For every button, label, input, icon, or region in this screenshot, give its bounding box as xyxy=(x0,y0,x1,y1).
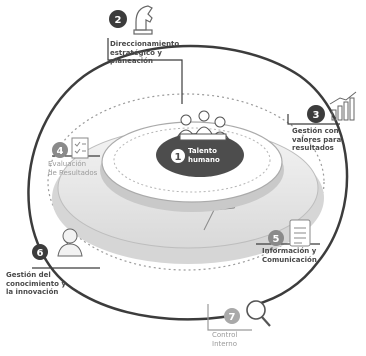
badge-2-number: 2 xyxy=(115,15,122,26)
document-list-icon xyxy=(289,219,311,247)
component-label-3: Gestión con valores para resultados xyxy=(292,127,342,152)
badge-3-number: 3 xyxy=(313,110,320,121)
badge-4 xyxy=(52,142,68,158)
dotted-ring xyxy=(47,93,325,271)
badge-7-number: 7 xyxy=(229,312,236,323)
outer-spiral-arc-lower xyxy=(77,290,231,321)
center-label-talento-humano: Talento humano xyxy=(188,147,220,164)
component-label-6: Gestión del conocimiento y la innovación xyxy=(6,271,66,296)
component-label-4: Evaluación de Resultados xyxy=(48,160,98,177)
leader-line-3 xyxy=(287,114,340,125)
outer-spiral-arc xyxy=(27,44,349,308)
bar-chart-growth-icon xyxy=(329,91,357,121)
thinker-bust-icon xyxy=(57,228,83,257)
badge-5-number: 5 xyxy=(273,234,280,245)
leader-line-7 xyxy=(207,304,252,331)
badge-4-number: 4 xyxy=(57,146,64,157)
badge-3 xyxy=(307,105,325,123)
badge-1-number: 1 xyxy=(175,152,182,163)
badge-5 xyxy=(268,230,284,246)
center-disc xyxy=(156,133,244,177)
badge-2 xyxy=(109,10,127,28)
chess-knight-icon xyxy=(133,5,153,35)
component-label-7: Control Interno xyxy=(212,331,238,348)
badge-6 xyxy=(32,244,48,260)
people-team-icon xyxy=(177,110,229,141)
badge-6-number: 6 xyxy=(37,248,44,259)
leader-line-2 xyxy=(107,38,183,104)
checklist-evaluation-icon xyxy=(71,137,89,159)
badge-1 xyxy=(171,149,185,163)
inner-dotted-ring xyxy=(113,127,271,193)
component-label-5: Información y Comunicación xyxy=(262,247,317,264)
component-label-2: Direccionamiento estratégico y planeació… xyxy=(110,40,180,65)
magnifier-icon xyxy=(246,300,271,327)
badge-7 xyxy=(224,308,240,324)
